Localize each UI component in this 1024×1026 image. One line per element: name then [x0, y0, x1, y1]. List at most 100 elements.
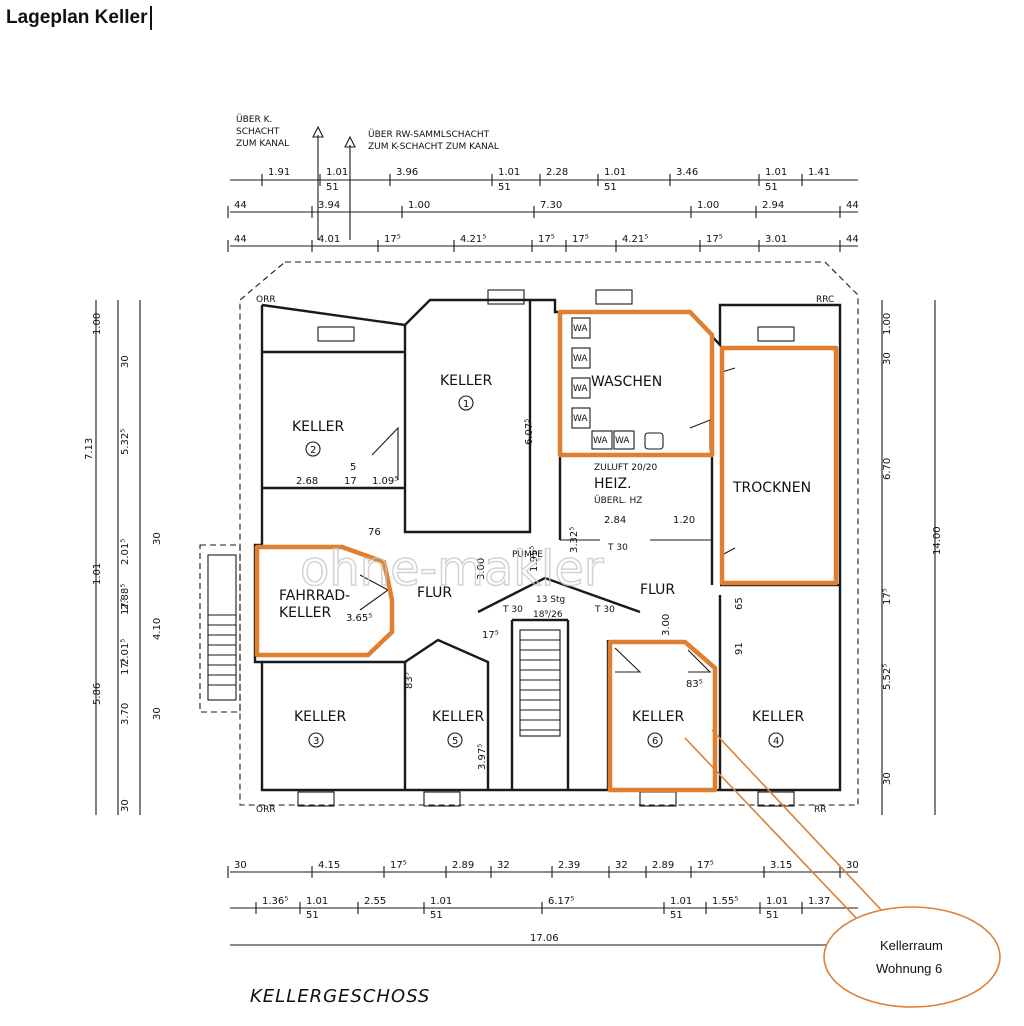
dimension-label: 5.52⁵	[882, 664, 893, 690]
room-label-waschen: WASCHEN	[591, 374, 662, 390]
dimension-label: 1.01	[670, 896, 692, 907]
label-orr: ORR	[256, 295, 276, 305]
wa-label: WA	[573, 354, 588, 364]
room-number-badge	[308, 732, 324, 748]
highlight-fahrradkeller	[254, 544, 395, 658]
dimension-label: 44	[846, 200, 859, 211]
dimension-label: 17⁵	[706, 234, 723, 245]
room-number-4: 4	[773, 736, 779, 747]
dimension-label: 17⁵	[697, 860, 714, 871]
dimension-label: 32	[497, 860, 510, 871]
dimension-label: 3.97⁵	[477, 744, 488, 770]
dimension-label: 30	[120, 799, 131, 812]
room-label-flur-right: FLUR	[640, 582, 675, 598]
dimension-label: 51	[766, 910, 779, 921]
dimension-label: 3.65⁵	[346, 613, 372, 624]
highlight-keller-6	[607, 639, 718, 793]
dimension-label: 1.00	[92, 313, 103, 335]
label-rrc: RRC	[816, 295, 834, 305]
room-label-fahrrad-1: FAHRRAD-	[279, 588, 350, 604]
dimension-label: 3.32⁵	[569, 527, 580, 553]
dimension-label: 17⁵	[384, 234, 401, 245]
dimension-label: 4.10	[152, 618, 163, 640]
dimension-label: 2.94	[762, 200, 784, 211]
dimension-label: 17⁵	[390, 860, 407, 871]
room-label-keller-1: KELLER	[440, 373, 492, 389]
room-label-keller-5: KELLER	[432, 709, 484, 725]
label-t30: T 30	[607, 543, 628, 553]
dimension-label: 4.15	[318, 860, 340, 871]
dimension-label: 1.91	[268, 167, 290, 178]
dimension-label: 17	[344, 476, 357, 487]
window	[639, 791, 677, 807]
room-number-2: 2	[310, 445, 316, 456]
callout-line-1: Kellerraum	[880, 938, 943, 953]
highlight-waschen	[557, 309, 715, 458]
window	[757, 791, 795, 807]
dimension-label: 4.21⁵	[622, 234, 648, 245]
note-top-mid-2: ZUM K-SCHACHT ZUM KANAL	[368, 142, 499, 152]
staircase	[207, 554, 561, 737]
dimension-label: 1.00	[882, 313, 893, 335]
dimension-label: 2.88⁵	[120, 584, 131, 610]
dimension-label: 5.32⁵	[120, 429, 131, 455]
room-label-flur-left: FLUR	[417, 585, 452, 601]
dimension-label: 65	[734, 597, 745, 610]
window	[595, 289, 633, 305]
dimension-label: 30	[882, 772, 893, 785]
dimension-label: 3.96	[396, 167, 418, 178]
note-top-left-3: ZUM KANAL	[236, 139, 289, 149]
room-label-keller-3: KELLER	[294, 709, 346, 725]
wa-label: WA	[573, 414, 588, 424]
dimension-label: 3.15	[770, 860, 792, 871]
window	[297, 791, 335, 807]
dimension-label: 1.01	[766, 896, 788, 907]
window	[423, 791, 461, 807]
dimension-label: 3.00	[476, 558, 487, 580]
dimension-label: 83⁵	[404, 672, 415, 689]
dimension-label: 51	[670, 910, 683, 921]
note-top-mid-1: ÜBER RW-SAMMLSCHACHT	[368, 129, 490, 140]
room-label-keller-6: KELLER	[632, 709, 684, 725]
window	[317, 326, 355, 342]
room-number-5: 5	[452, 736, 458, 747]
dimension-label: 2.89	[452, 860, 474, 871]
dimension-label: 17⁵	[572, 234, 589, 245]
dimension-label: 44	[234, 234, 247, 245]
label-zuluft: ZULUFT 20/20	[594, 463, 657, 473]
wa-label: WA	[573, 384, 588, 394]
dimension-label: 5	[350, 462, 356, 473]
dimension-label: 30	[882, 352, 893, 365]
room-number-6: 6	[652, 736, 658, 747]
dimension-label: 6.07⁵	[524, 419, 535, 445]
dimension-label: 1.01	[92, 563, 103, 585]
room-number-1: 1	[463, 399, 469, 410]
label-heiz: HEIZ.	[594, 476, 632, 492]
dimension-total: 17.06	[530, 933, 559, 944]
dimension-label: 1.37	[808, 896, 830, 907]
dimension-label: 51	[604, 182, 617, 193]
dimension-label: 51	[498, 182, 511, 193]
dimension-label: 2.01⁵	[120, 639, 131, 665]
dimension-label: 91	[734, 642, 745, 655]
watermark: ohne-makler	[300, 541, 604, 597]
room-number-badge	[458, 395, 474, 411]
room-number-badge	[768, 732, 784, 748]
stair-well-outline	[199, 544, 241, 713]
dimension-label: 3.70	[120, 703, 131, 725]
plan-caption: KELLERGESCHOSS	[250, 986, 430, 1007]
highlight-trocknen	[719, 345, 839, 586]
dimension-label: 3.94	[318, 200, 340, 211]
dimension-label: 1.01	[430, 896, 452, 907]
arrow-up-icon	[344, 135, 356, 240]
label-stairs-count: 13 Stg	[536, 595, 565, 605]
label-stairs-ratio: 18⁹/26	[533, 610, 563, 620]
dimension-label: 4.01	[318, 234, 340, 245]
dimension-label: 2.01⁵	[120, 539, 131, 565]
dimension-label: 1.36⁵	[262, 896, 288, 907]
dimension-label: 1.01	[306, 896, 328, 907]
